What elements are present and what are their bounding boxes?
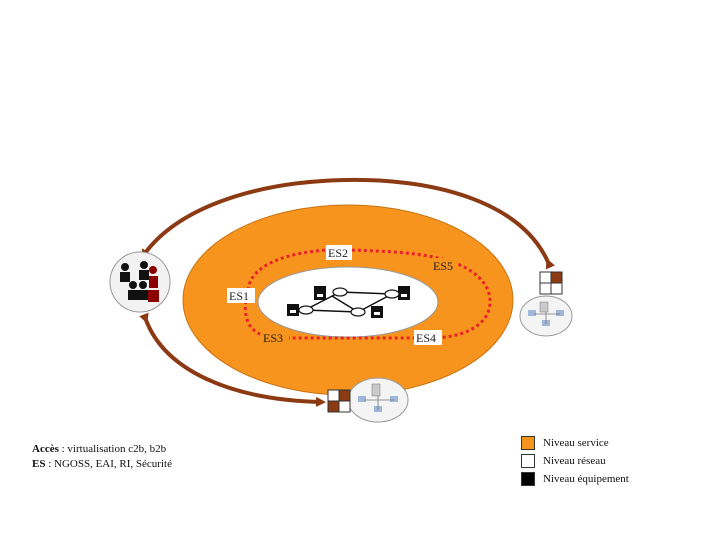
equipment-node-bottom xyxy=(347,377,409,423)
caption-line-access: Accès : virtualisation c2b, b2b xyxy=(32,443,167,455)
user-red-icon xyxy=(148,266,159,302)
user-icon xyxy=(120,261,149,300)
level-indicator-right xyxy=(539,271,563,295)
legend-item-equipment: Niveau équipement xyxy=(521,470,629,488)
es3-label: ES3 xyxy=(263,331,283,345)
top-arc-arrow xyxy=(140,177,556,270)
legend-swatch xyxy=(521,436,535,450)
legend-item-service: Niveau service xyxy=(521,434,629,452)
es5-label: ES5 xyxy=(433,259,453,273)
es1-label-bg xyxy=(227,288,255,303)
es1-label: ES1 xyxy=(229,289,249,303)
caption-line-es: ES : NGOSS, EAI, RI, Sécurité xyxy=(32,458,172,470)
es2-label: ES2 xyxy=(328,246,348,260)
network-devices xyxy=(287,286,410,318)
legend-item-network: Niveau réseau xyxy=(521,452,629,470)
users-access-group xyxy=(109,251,171,313)
es3-label-bg xyxy=(261,330,289,345)
es5-label-bg xyxy=(431,258,458,273)
bottom-arc-arrow xyxy=(139,312,326,407)
es4-label-bg xyxy=(414,330,442,345)
legend: Niveau service Niveau réseau Niveau équi… xyxy=(521,434,629,488)
equipment-node-right xyxy=(519,295,573,337)
level-indicator-bottom xyxy=(327,389,351,413)
legend-label: Niveau service xyxy=(543,437,609,449)
es2-label-bg xyxy=(326,245,352,260)
legend-swatch xyxy=(521,472,535,486)
legend-label: Niveau réseau xyxy=(543,455,606,467)
legend-label: Niveau équipement xyxy=(543,473,629,485)
legend-swatch xyxy=(521,454,535,468)
es4-label: ES4 xyxy=(416,331,436,345)
caption: Accès : virtualisation c2b, b2b ES : NGO… xyxy=(32,442,172,472)
network-core xyxy=(257,266,439,338)
